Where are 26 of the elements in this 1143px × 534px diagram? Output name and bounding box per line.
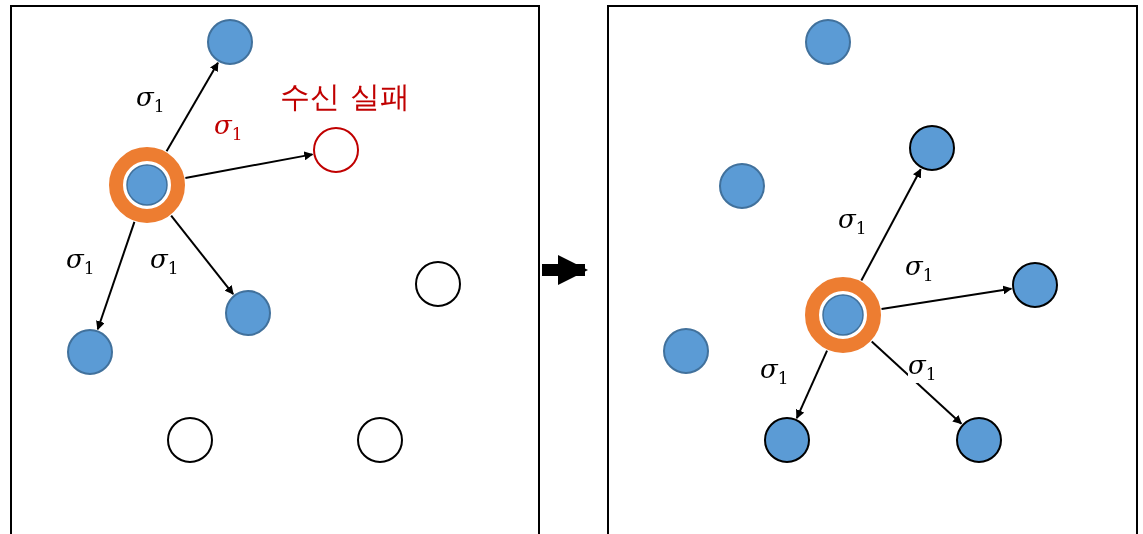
node-circle [225, 290, 271, 336]
node-circle [764, 417, 810, 463]
arrow [165, 61, 219, 153]
arrow [870, 340, 963, 425]
arrow [880, 285, 1013, 310]
arrow [860, 168, 922, 282]
node-circle [207, 19, 253, 65]
node-circle [719, 163, 765, 209]
node-circle [909, 125, 955, 171]
status-text: 수신 실패 [280, 78, 410, 116]
node-circle [663, 328, 709, 374]
arrow [96, 220, 136, 331]
empty-node-circle [415, 261, 461, 307]
node-circle [956, 417, 1002, 463]
arrow [795, 349, 829, 420]
source-node [109, 147, 185, 223]
failed-node-circle [313, 127, 359, 173]
node-circle [805, 19, 851, 65]
empty-node-circle [357, 417, 403, 463]
node-circle [67, 329, 113, 375]
arrow [170, 214, 235, 296]
node-circle [1012, 262, 1058, 308]
arrow [542, 255, 588, 285]
arrow [184, 151, 314, 179]
source-node [805, 277, 881, 353]
empty-node-circle [167, 417, 213, 463]
